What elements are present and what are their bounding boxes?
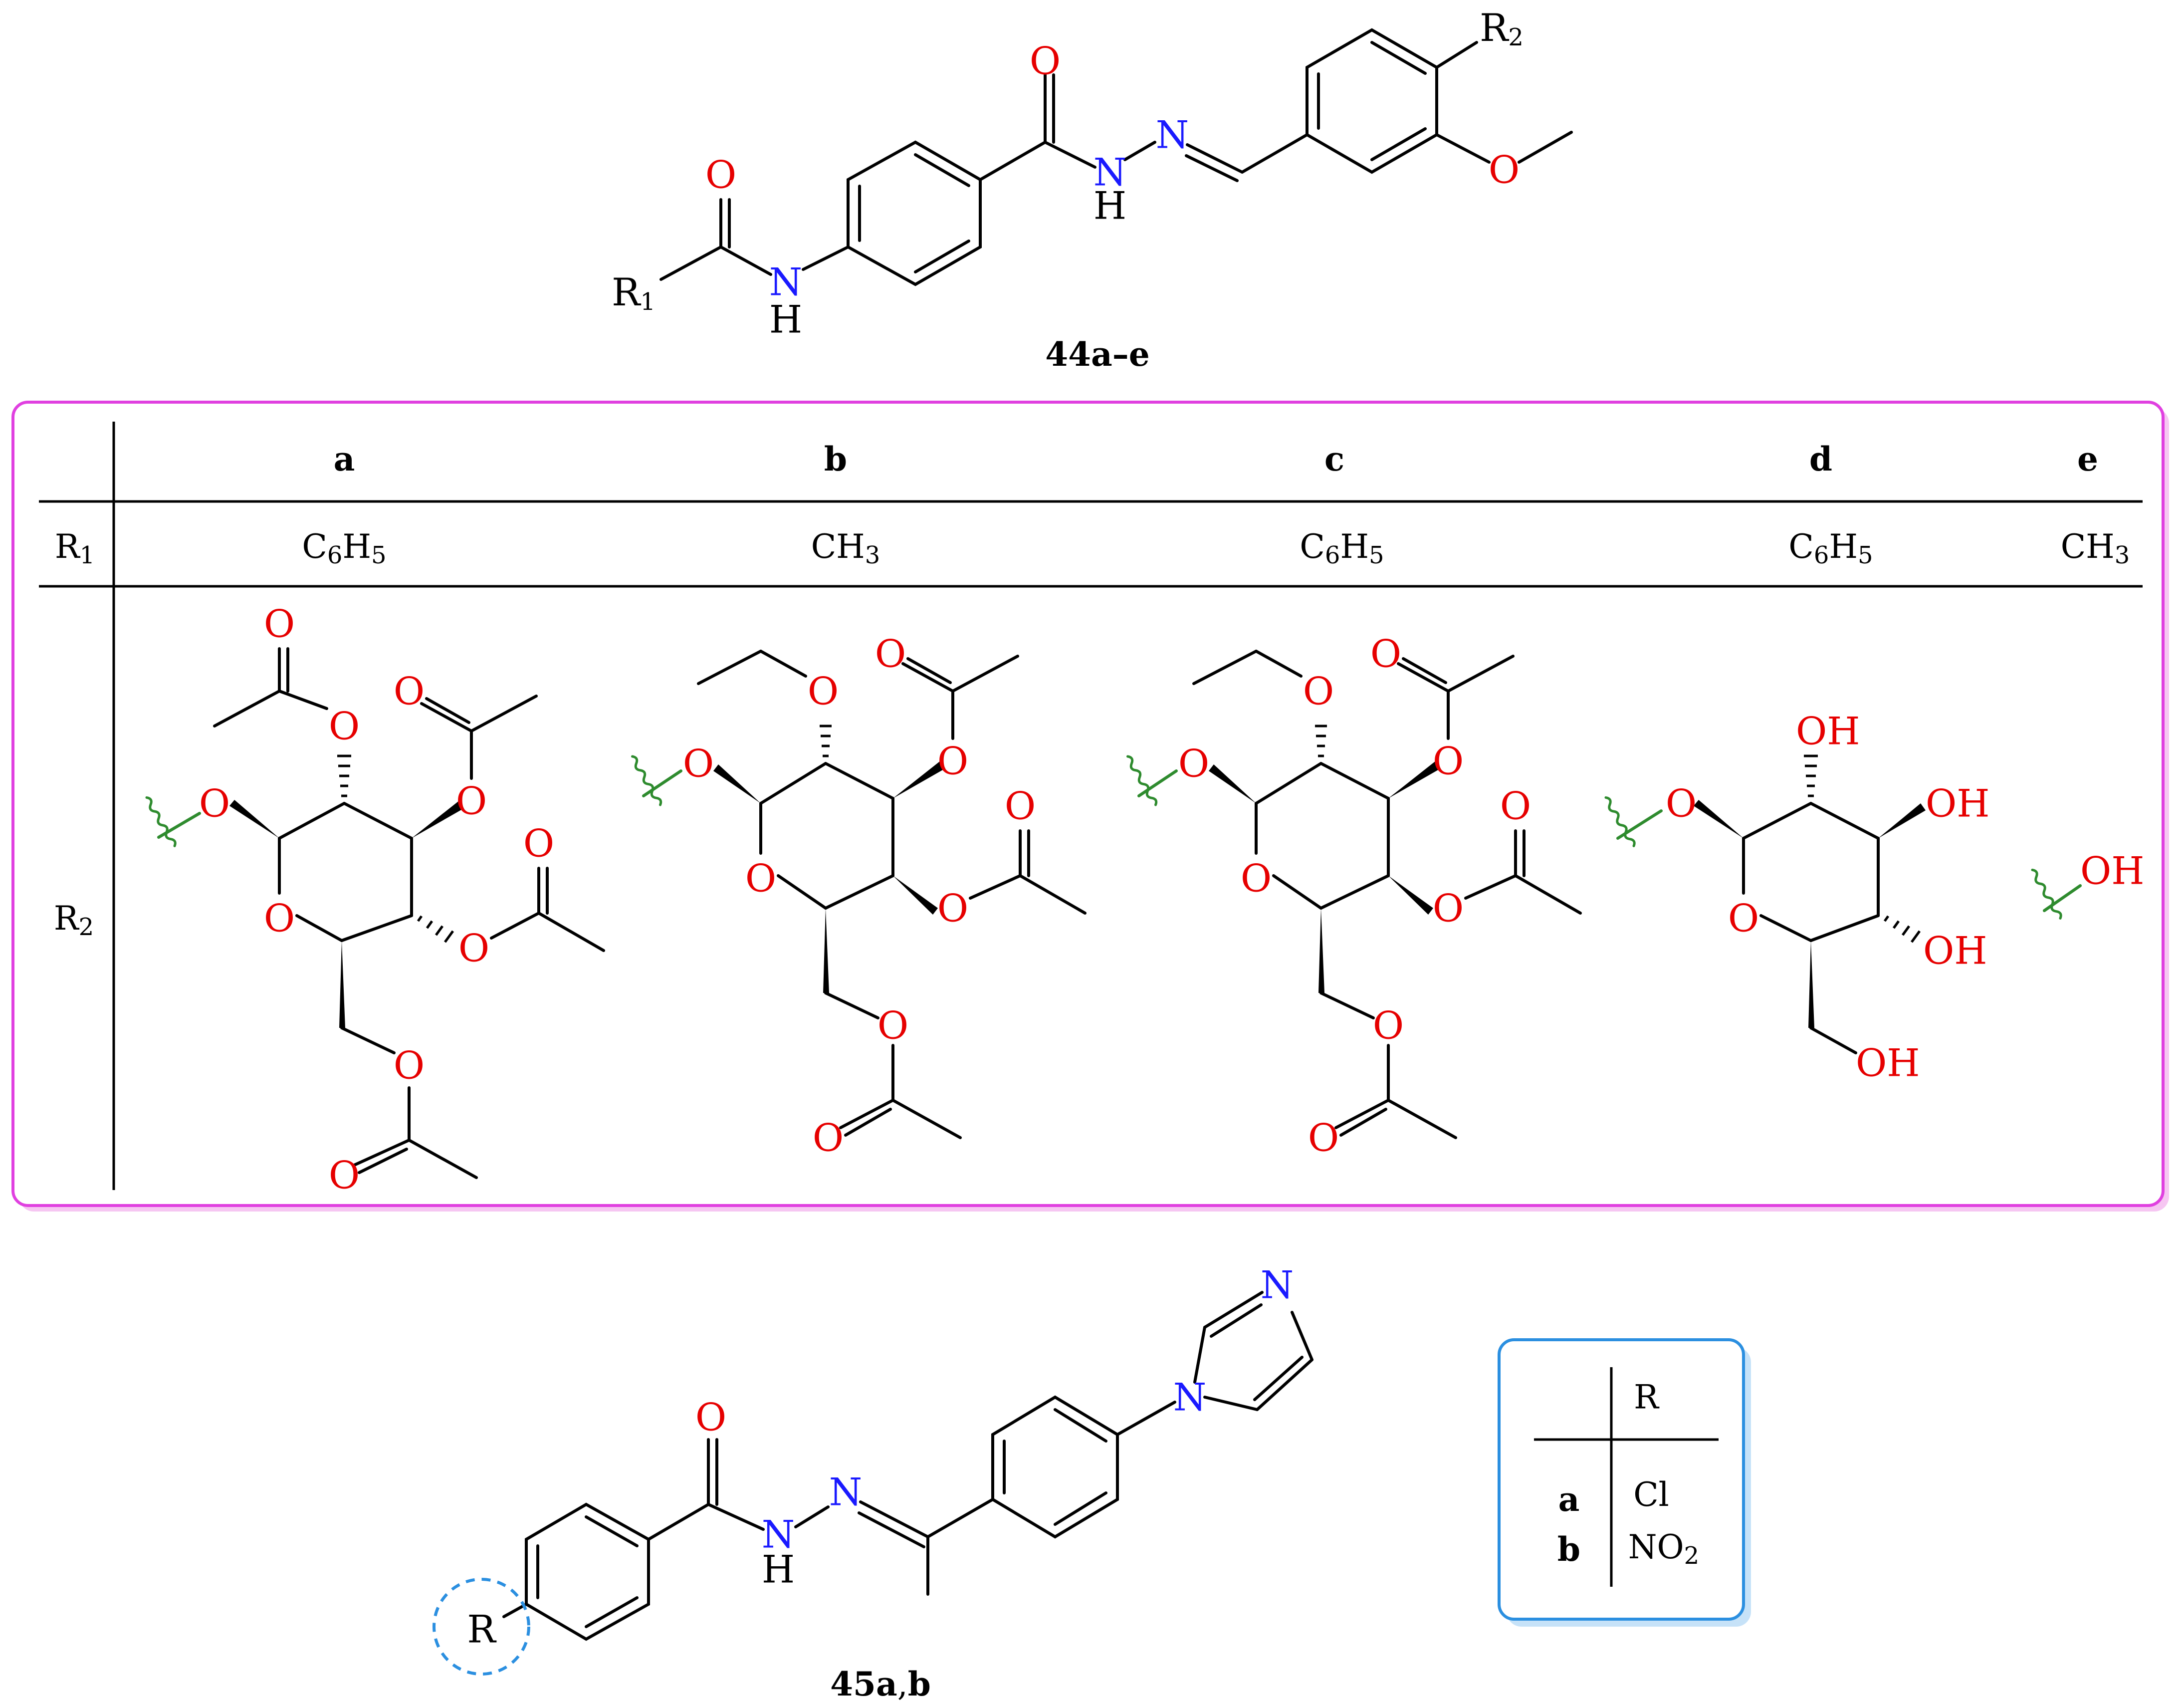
r2-a-oxygen-6: O [394,1043,425,1088]
r2-c-oxygen-4: O [1433,886,1464,931]
table-44-row-r2-header: R2 [54,899,94,942]
compound-44-bonds [659,28,1573,286]
r2-a-oxygen-2: O [329,704,360,748]
c45-carbonyl-oxygen: O [695,1395,726,1440]
r2-b-oxygen-3-carbonyl: O [875,632,906,676]
table-45-row-b-value: NO2 [1628,1528,1699,1570]
compound-45-bonds [502,1291,1313,1641]
table-44-r1-c: C6H5 [1300,527,1384,570]
r2-a-oxygen-3-carbonyl: O [394,669,425,714]
r2-c-oxygen-4-carbonyl: O [1500,784,1531,828]
r2-c-oxygen-3: O [1433,739,1464,783]
table-45-header-r: R [1634,1378,1660,1417]
r2-c-oxygen-2: O [1303,669,1334,714]
table-44-col-c: c [1324,440,1344,479]
r2-d-hydroxyl-6: OH [1856,1041,1920,1085]
table-44-col-a: a [334,440,355,479]
r2-b-oxygen-ring: O [745,856,776,901]
table-44-r2-d-structure: O O OH OH OH OH [1604,709,1990,1085]
r2-b-oxygen-6-carbonyl: O [813,1116,844,1160]
r2-a-oxygen-3: O [456,779,487,823]
c44-amide-hydrogen: H [769,297,802,342]
c45-r-label: R [467,1607,497,1652]
compound-44-structure: O N H O N H N O R1 R2 44a–e [612,5,1573,374]
c44-r1-label: R1 [612,270,655,316]
r2-a-oxygen-2-carbonyl: O [264,602,295,646]
table-45-row-b-key: b [1557,1530,1580,1569]
r2-a-oxygen-4: O [458,926,489,971]
table-44-r1-b: CH3 [811,527,880,570]
r2-c-oxygen-ring: O [1241,856,1272,901]
r2-d-oxygen-ring: O [1728,896,1759,941]
table-44-r2-e-structure: OH [2031,849,2145,920]
table-44-col-e: e [2077,440,2098,479]
compound-44-label: 44a–e [1045,335,1150,374]
r2-d-hydroxyl-2: OH [1796,709,1860,753]
c44-carbonyl-oxygen-1: O [705,153,736,197]
c45-hydrazide-nitrogen: N [762,1512,795,1557]
table-44-border [11,401,2165,1207]
table-45-row-a-value: Cl [1633,1475,1669,1514]
r2-b-oxygen-anomeric: O [683,741,714,786]
r2-a-oxygen-4-carbonyl: O [523,821,554,866]
table-45: R a Cl b NO2 [1498,1338,1751,1627]
r2-e-hydroxyl: OH [2080,849,2145,893]
r2-d-oxygen-anomeric: O [1666,781,1697,826]
c44-amide-nitrogen: N [769,260,803,304]
table-44-r2-b-structure: O O O O O O O O O [631,632,1087,1160]
c45-imine-nitrogen: N [829,1470,863,1514]
table-44-row-r1-header: R1 [55,527,95,570]
table-44-r1-d: C6H5 [1788,527,1873,570]
r2-d-hydroxyl-4: OH [1923,929,1987,973]
r2-a-oxygen-ring: O [264,896,295,941]
table-44-r1-e: CH3 [2061,527,2130,570]
compound-45-structure: R O N H N N N 45a,b [433,1263,1313,1702]
c44-hydrazide-hydrogen: H [1093,184,1126,228]
table-44: a b c d e R1 R2 C6H5 CH3 C6H5 C6H5 CH3 [11,401,2169,1212]
table-44-r1-a: C6H5 [302,527,386,570]
r2-c-oxygen-3-carbonyl: O [1370,632,1401,676]
table-44-col-b: b [824,440,847,479]
c44-hydrazide-nitrogen: N [1093,150,1127,195]
r2-b-oxygen-2: O [808,669,839,714]
c44-imine-nitrogen: N [1156,113,1189,157]
table-45-row-a-key: a [1558,1480,1580,1519]
c44-carbonyl-oxygen-2: O [1030,39,1061,83]
c45-hydrazide-hydrogen: H [762,1547,795,1592]
compound-45-label: 45a,b [830,1665,931,1702]
table-45-border [1498,1338,1745,1621]
r2-d-hydroxyl-3: OH [1926,781,1990,826]
c45-imidazole-n3: N [1261,1263,1294,1307]
r2-b-oxygen-4-carbonyl: O [1005,784,1036,828]
table-44-r2-c-structure: O O O O O O O O O [1126,632,1582,1160]
c45-imidazole-n1: N [1173,1375,1207,1420]
c44-r2-label: R2 [1480,5,1524,52]
r2-a-oxygen-6-carbonyl: O [329,1153,360,1198]
r2-b-oxygen-4: O [937,886,968,931]
r2-c-oxygen-6: O [1373,1003,1404,1048]
c44-methoxy-oxygen: O [1489,148,1520,192]
r2-c-oxygen-6-carbonyl: O [1308,1116,1339,1160]
r2-a-oxygen-anomeric: O [199,781,230,826]
r2-c-oxygen-anomeric: O [1178,741,1209,786]
compound-45-r-highlight-circle [433,1578,530,1676]
r2-b-oxygen-3: O [937,739,968,783]
table-44-col-d: d [1809,440,1832,479]
table-44-r2-a-structure: O O O O O O O O O O [145,602,605,1198]
r2-b-oxygen-6: O [877,1003,908,1048]
